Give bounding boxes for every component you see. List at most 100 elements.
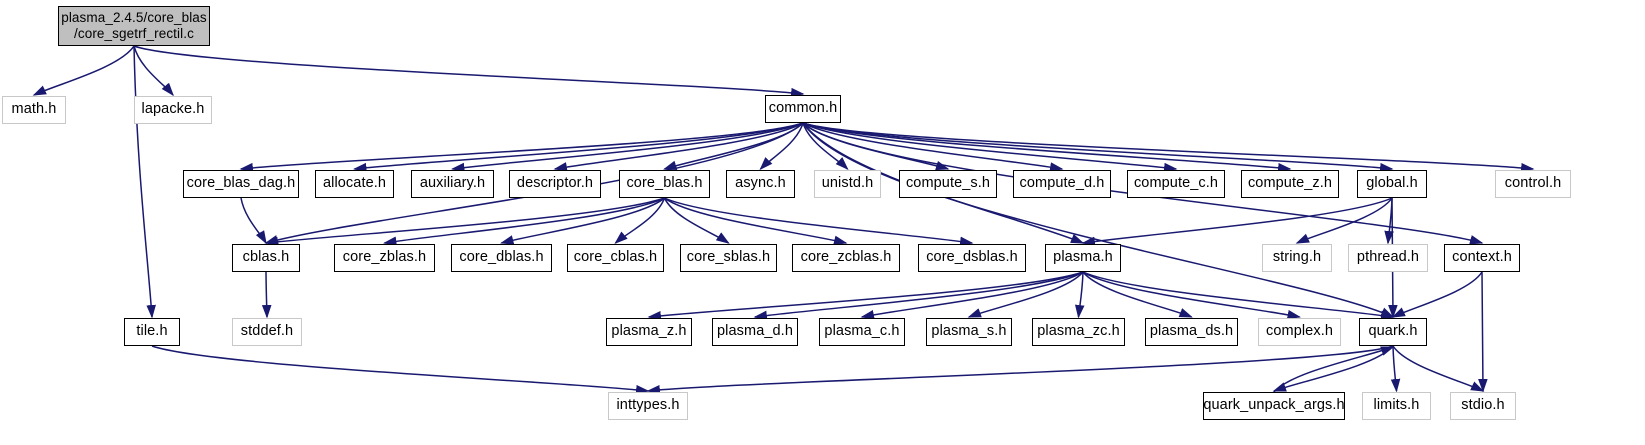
node-label: plasma_zc.h: [1037, 323, 1120, 340]
node-plasma-c-h[interactable]: plasma_c.h: [819, 318, 905, 346]
node-plasma-s-h[interactable]: plasma_s.h: [926, 318, 1012, 346]
edge-plasma-h-to-plasma-ds-h: [1082, 271, 1193, 318]
edge-context-h-to-quark-h: [1391, 271, 1483, 318]
node-control-h[interactable]: control.h: [1495, 170, 1571, 198]
node-core-blas-h[interactable]: core_blas.h: [619, 170, 710, 198]
node-compute-s-h[interactable]: compute_s.h: [899, 170, 997, 198]
edge-plasma-h-to-complex-h: [1082, 271, 1301, 320]
edge-common-h-to-core-blas-h: [663, 122, 804, 170]
node-core-blas-dag-h[interactable]: core_blas_dag.h: [183, 170, 299, 198]
edge-context-h-to-stdio-h: [1478, 271, 1488, 393]
edge-common-h-to-global-h: [802, 122, 1394, 173]
edge-common-h-to-compute-c-h: [802, 122, 1178, 173]
node-label: plasma_d.h: [717, 323, 793, 340]
node-label: descriptor.h: [516, 175, 594, 192]
node-cblas-h[interactable]: cblas.h: [232, 244, 300, 272]
edge-global-h-to-plasma-h: [1081, 197, 1393, 247]
node-label: auxiliary.h: [419, 175, 486, 192]
node-global-h[interactable]: global.h: [1357, 170, 1427, 198]
node-label: compute_d.h: [1019, 175, 1105, 192]
node-allocate-h[interactable]: allocate.h: [315, 170, 394, 198]
node-label: unistd.h: [821, 175, 874, 192]
edge-common-h-to-compute-d-h: [802, 122, 1064, 172]
node-core-zcblas-h[interactable]: core_zcblas.h: [792, 244, 900, 272]
node-label: core_blas_dag.h: [186, 175, 296, 192]
node-label: core_zblas.h: [342, 249, 427, 266]
node-context-h[interactable]: context.h: [1444, 244, 1520, 272]
edge-quark-h-to-stdio-h: [1392, 345, 1485, 392]
node-inttypes-h[interactable]: inttypes.h: [608, 392, 688, 420]
node-label: complex.h: [1266, 323, 1333, 340]
node-stdio-h[interactable]: stdio.h: [1450, 392, 1516, 420]
node-plasma-h[interactable]: plasma.h: [1045, 244, 1121, 272]
node-label: quark.h: [1368, 323, 1418, 340]
node-label: control.h: [1504, 175, 1562, 192]
node-stddef-h[interactable]: stddef.h: [232, 318, 302, 346]
edge-current-to-common-h: [133, 45, 805, 98]
edge-core-blas-h-to-core-cblas-h: [614, 197, 666, 244]
edge-common-h-to-async-h: [759, 122, 804, 171]
edge-common-h-to-control-h: [802, 122, 1535, 173]
node-label: core_zcblas.h: [800, 249, 892, 266]
edge-core-blas-h-to-core-dblas-h: [500, 197, 665, 245]
edge-common-h-to-auxiliary-h: [451, 122, 804, 173]
edge-common-h-to-core-blas-dag-h: [239, 122, 804, 173]
node-label: tile.h: [136, 323, 168, 340]
node-string-h[interactable]: string.h: [1262, 244, 1332, 272]
node-label: math.h: [11, 101, 57, 118]
node-label: compute_c.h: [1133, 175, 1219, 192]
node-lapacke-h[interactable]: lapacke.h: [134, 96, 212, 124]
node-plasma-ds-h[interactable]: plasma_ds.h: [1145, 318, 1238, 346]
edge-global-h-to-string-h: [1295, 197, 1393, 244]
node-core-dsblas-h[interactable]: core_dsblas.h: [918, 244, 1026, 272]
node-core-dblas-h[interactable]: core_dblas.h: [451, 244, 552, 272]
node-descriptor-h[interactable]: descriptor.h: [509, 170, 601, 198]
node-label: stddef.h: [240, 323, 294, 340]
edge-tile-h-to-inttypes-h: [151, 345, 650, 395]
node-label: lapacke.h: [141, 101, 205, 118]
edge-plasma-h-to-plasma-z-h: [647, 271, 1084, 321]
node-label: plasma_ds.h: [1149, 323, 1234, 340]
node-core-sblas-h[interactable]: core_sblas.h: [680, 244, 777, 272]
node-tile-h[interactable]: tile.h: [124, 318, 180, 346]
node-quark-unpack-args-h[interactable]: quark_unpack_args.h: [1203, 392, 1345, 420]
node-compute-c-h[interactable]: compute_c.h: [1127, 170, 1225, 198]
edge-common-h-to-quark-h: [802, 122, 1395, 318]
node-plasma-zc-h[interactable]: plasma_zc.h: [1032, 318, 1125, 346]
node-limits-h[interactable]: limits.h: [1362, 392, 1431, 420]
node-complex-h[interactable]: complex.h: [1258, 318, 1341, 346]
edge-core-blas-h-to-core-zblas-h: [383, 197, 665, 246]
node-common-h[interactable]: common.h: [765, 95, 841, 123]
node-unistd-h[interactable]: unistd.h: [814, 170, 881, 198]
node-current[interactable]: plasma_2.4.5/core_blas /core_sgetrf_rect…: [58, 6, 210, 46]
edge-core-blas-h-to-core-zcblas-h: [664, 197, 848, 245]
node-label: common.h: [768, 100, 838, 117]
edge-plasma-h-to-plasma-s-h: [967, 271, 1084, 318]
node-quark-h[interactable]: quark.h: [1359, 318, 1427, 346]
node-async-h[interactable]: async.h: [726, 170, 795, 198]
node-label: compute_s.h: [905, 175, 991, 192]
edge-quark-h-to-limits-h: [1390, 345, 1401, 393]
node-math-h[interactable]: math.h: [2, 96, 66, 124]
node-label: core_dblas.h: [459, 249, 544, 266]
node-pthread-h[interactable]: pthread.h: [1348, 244, 1428, 272]
edge-plasma-h-to-plasma-d-h: [753, 271, 1084, 321]
node-label: pthread.h: [1356, 249, 1420, 266]
node-plasma-z-h[interactable]: plasma_z.h: [606, 318, 692, 346]
node-compute-z-h[interactable]: compute_z.h: [1241, 170, 1339, 198]
node-label: core_sblas.h: [686, 249, 771, 266]
edge-common-h-to-allocate-h: [353, 122, 804, 173]
node-label: allocate.h: [322, 175, 387, 192]
node-plasma-d-h[interactable]: plasma_d.h: [712, 318, 798, 346]
node-core-zblas-h[interactable]: core_zblas.h: [334, 244, 435, 272]
edge-current-to-tile-h: [133, 45, 156, 319]
node-auxiliary-h[interactable]: auxiliary.h: [411, 170, 494, 198]
edge-common-h-to-compute-s-h: [802, 122, 950, 171]
node-core-cblas-h[interactable]: core_cblas.h: [567, 244, 664, 272]
node-label: compute_z.h: [1247, 175, 1333, 192]
edge-common-h-to-compute-z-h: [802, 122, 1292, 173]
node-compute-d-h[interactable]: compute_d.h: [1013, 170, 1111, 198]
node-label: global.h: [1366, 175, 1418, 192]
